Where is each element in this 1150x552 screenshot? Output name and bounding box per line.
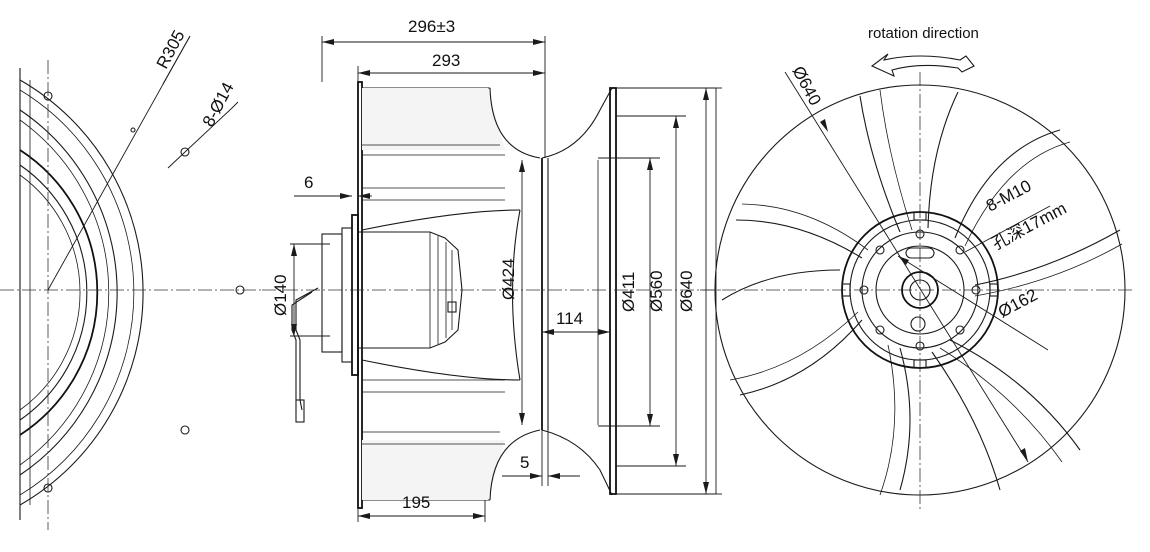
dim-d560: Ø560	[647, 270, 666, 312]
dim-293: 293	[432, 51, 460, 70]
dim-6: 6	[304, 173, 313, 192]
dim-8-m10: 8-M10	[983, 176, 1034, 215]
dim-195: 195	[402, 493, 430, 512]
dim-r305: R305	[153, 27, 189, 72]
motor-hub	[841, 211, 999, 369]
side-section-view: 296±3 293 6 Ø140 Ø424 114	[262, 17, 722, 522]
dim-5: 5	[520, 453, 529, 472]
dim-d424: Ø424	[499, 258, 518, 300]
curved-arrow-left-icon	[870, 53, 975, 78]
mount-hole-top	[180, 147, 190, 157]
dim-d640-side: Ø640	[677, 270, 696, 312]
dim-d411: Ø411	[619, 272, 638, 312]
dim-d140: Ø140	[271, 274, 290, 316]
impeller-blades	[721, 89, 1123, 496]
dim-8-d14: 8-Ø14	[199, 79, 238, 130]
dim-296: 296±3	[408, 17, 455, 36]
dim-114: 114	[556, 309, 583, 328]
left-flange-view: R305 8-Ø14	[0, 27, 262, 530]
front-impeller-view: Ø640 8-M10 孔深17mm Ø162 rotation directio…	[700, 25, 1135, 510]
rotation-direction-label: rotation direction	[868, 25, 979, 42]
